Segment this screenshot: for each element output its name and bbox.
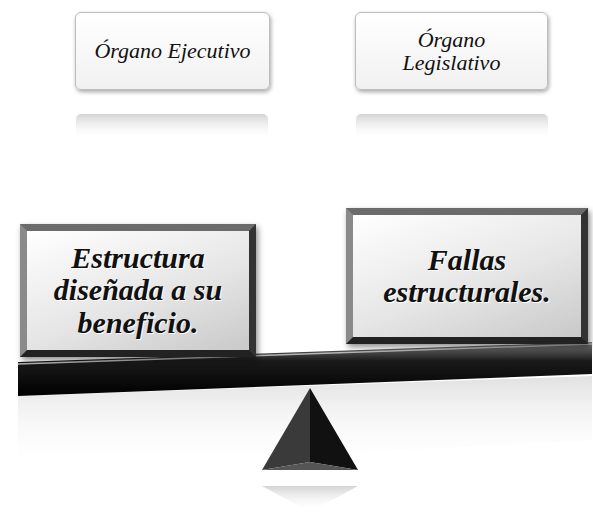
- fulcrum: [310, 388, 358, 470]
- fulcrum: [262, 388, 310, 470]
- scroll-reflection: [356, 114, 548, 140]
- panel-label: Fallas estructurales.: [363, 244, 571, 309]
- panel-label: Estructura diseñada a su beneficio.: [37, 242, 239, 339]
- organ-scroll: Órgano Ejecutivo: [75, 12, 270, 90]
- fulcrum-reflection: [262, 486, 358, 512]
- scroll-reflection: [76, 114, 268, 140]
- organ-label: Órgano Ejecutivo: [94, 39, 250, 62]
- weight-panel: Estructura diseñada a su beneficio.: [20, 224, 256, 357]
- organ-scroll: Órgano Legislativo: [355, 12, 548, 90]
- fulcrum: [262, 462, 358, 470]
- organ-label: Órgano Legislativo: [368, 28, 535, 74]
- weight-panel: Fallas estructurales.: [346, 208, 588, 344]
